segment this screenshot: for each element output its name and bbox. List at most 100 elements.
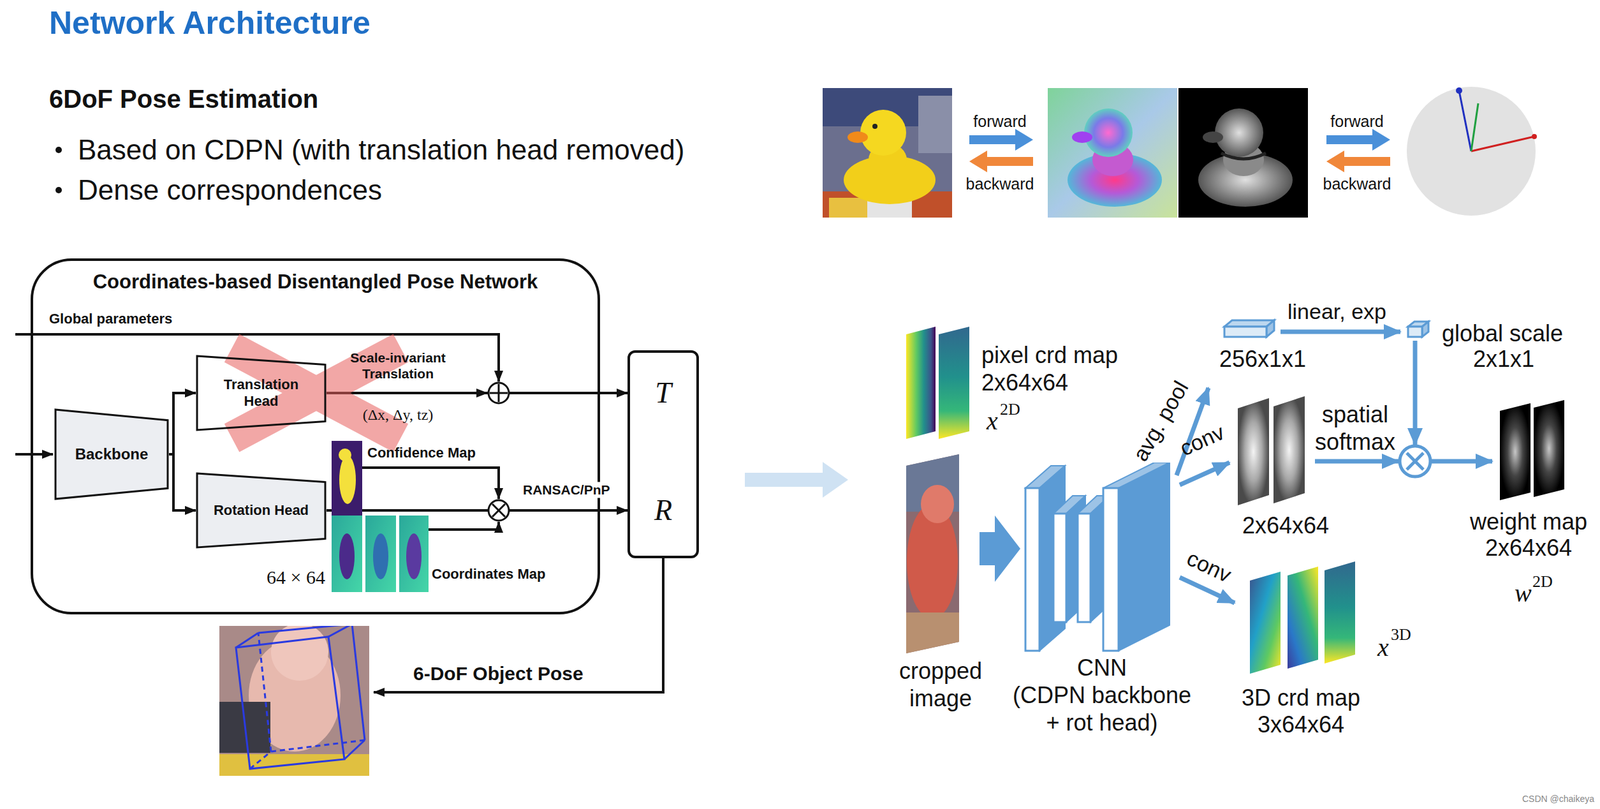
trapezoid-shape xyxy=(55,409,168,499)
block-label: Backbone xyxy=(66,445,157,464)
ellipse-shape xyxy=(1202,131,1224,143)
duck-photo xyxy=(822,88,953,218)
text-label: w xyxy=(1514,577,1532,609)
text-label: 256x1x1 xyxy=(1219,344,1307,373)
edge-label: RANSAC/PnP xyxy=(520,481,613,498)
line-shape xyxy=(1471,103,1479,152)
trapezoid-shape xyxy=(197,473,326,548)
forward-backward-arrows xyxy=(969,128,1391,173)
circle-shape xyxy=(1406,86,1536,216)
text-label: backward xyxy=(1323,174,1392,194)
page-title: Network Architecture xyxy=(49,3,371,43)
rect-shape xyxy=(1408,326,1423,337)
ellipse-shape xyxy=(339,533,355,580)
text-label: 3D crd map xyxy=(1241,683,1361,712)
circle-shape xyxy=(1455,87,1463,94)
ellipse-shape xyxy=(406,533,422,580)
line-shape xyxy=(352,625,365,740)
text-label: CSDN @chaikeya xyxy=(1522,793,1595,805)
line-shape xyxy=(492,503,506,517)
g-shape xyxy=(249,632,365,769)
g-shape xyxy=(235,625,365,769)
object-coordinate-maps xyxy=(1249,561,1356,674)
text-label: forward xyxy=(973,111,1027,131)
ellipse-shape xyxy=(1071,131,1093,143)
polygon-shape xyxy=(1326,128,1391,151)
polygon-shape xyxy=(1533,399,1565,497)
path-shape xyxy=(1314,459,1399,464)
correspondence-map xyxy=(1047,88,1178,218)
polygon-shape xyxy=(938,326,970,439)
rect-shape xyxy=(399,515,429,592)
block-label: Translation Head xyxy=(213,376,310,411)
coordinate-map-images xyxy=(331,515,429,592)
circle-shape xyxy=(1399,445,1431,477)
line-shape xyxy=(235,632,259,648)
circle-shape xyxy=(860,109,907,156)
text-label: Dense correspondences xyxy=(77,173,382,208)
rect-shape xyxy=(1224,326,1267,337)
text-label: 2x64x64 xyxy=(981,368,1069,397)
logit-maps xyxy=(1237,396,1305,506)
polygon-shape xyxy=(969,128,1034,151)
text-label: 64 × 64 xyxy=(266,565,326,589)
block-text: Backbone xyxy=(66,445,157,464)
flow-arrows xyxy=(1176,331,1493,603)
bullet-dots xyxy=(55,146,62,194)
weight-preview xyxy=(1178,88,1308,218)
rect-shape xyxy=(829,197,868,218)
edge-label: Scale-invariant Translation xyxy=(334,349,462,382)
feature-vector xyxy=(1224,320,1275,337)
text-label: global scale xyxy=(1441,319,1564,347)
polygon-shape xyxy=(1499,403,1531,500)
polygon-shape xyxy=(1237,397,1270,506)
ellipse-shape xyxy=(920,484,955,523)
box-heading: Coordinates-based Disentangled Pose Netw… xyxy=(33,269,598,294)
text-label: x xyxy=(986,405,999,437)
network-block: Translation Head xyxy=(195,354,327,432)
layer-side xyxy=(1118,462,1170,651)
line-shape xyxy=(271,739,365,752)
text-label: 3x64x64 xyxy=(1257,710,1345,738)
text-label: x xyxy=(1377,631,1389,663)
layer-front xyxy=(1053,513,1067,622)
polygon-shape xyxy=(1287,566,1319,669)
rect-shape xyxy=(1047,88,1178,218)
text-label: linear, exp xyxy=(1287,298,1387,325)
cnn-label: (CDPN backbone + rot head) xyxy=(1006,681,1198,736)
rect-shape xyxy=(906,612,960,654)
text-label: Coordinates Map xyxy=(431,565,546,583)
line-shape xyxy=(1459,90,1472,152)
cropped-image xyxy=(906,454,960,654)
weight-maps xyxy=(1499,399,1565,500)
polygon-shape xyxy=(906,326,936,439)
polygon-shape xyxy=(1324,561,1356,664)
cnn-label: CNN xyxy=(1006,653,1198,682)
path-shape xyxy=(1221,153,1266,159)
ellipse-shape xyxy=(847,131,868,143)
cnn-block: CNN(CDPN backbone + rot head) xyxy=(1006,462,1198,741)
text-label: pixel crd map xyxy=(981,341,1118,369)
path-shape xyxy=(1413,340,1418,445)
text-label: 2x64x64 xyxy=(1242,511,1329,539)
pose-symbol: R xyxy=(654,492,673,528)
connector xyxy=(326,508,628,512)
rect-shape xyxy=(906,454,960,654)
text-label: 3D xyxy=(1390,624,1412,645)
scale-vector xyxy=(1408,321,1429,337)
text-label: Global parameters xyxy=(49,310,173,328)
trapezoid-shape xyxy=(197,355,326,430)
cnn-caption: CNN(CDPN backbone + rot head) xyxy=(1006,653,1198,737)
line-shape xyxy=(492,503,506,517)
input-arrow xyxy=(979,515,1021,582)
circle-shape xyxy=(55,186,62,194)
multiply-symbol xyxy=(1399,445,1431,477)
rect-shape xyxy=(1178,88,1308,218)
text-label: forward xyxy=(1330,111,1384,131)
circle-shape xyxy=(872,123,878,129)
line-shape xyxy=(344,739,365,759)
rotation-sphere xyxy=(1406,86,1537,216)
path-shape xyxy=(471,391,488,395)
layer-front xyxy=(1103,487,1119,651)
pose-result-image xyxy=(219,625,370,776)
